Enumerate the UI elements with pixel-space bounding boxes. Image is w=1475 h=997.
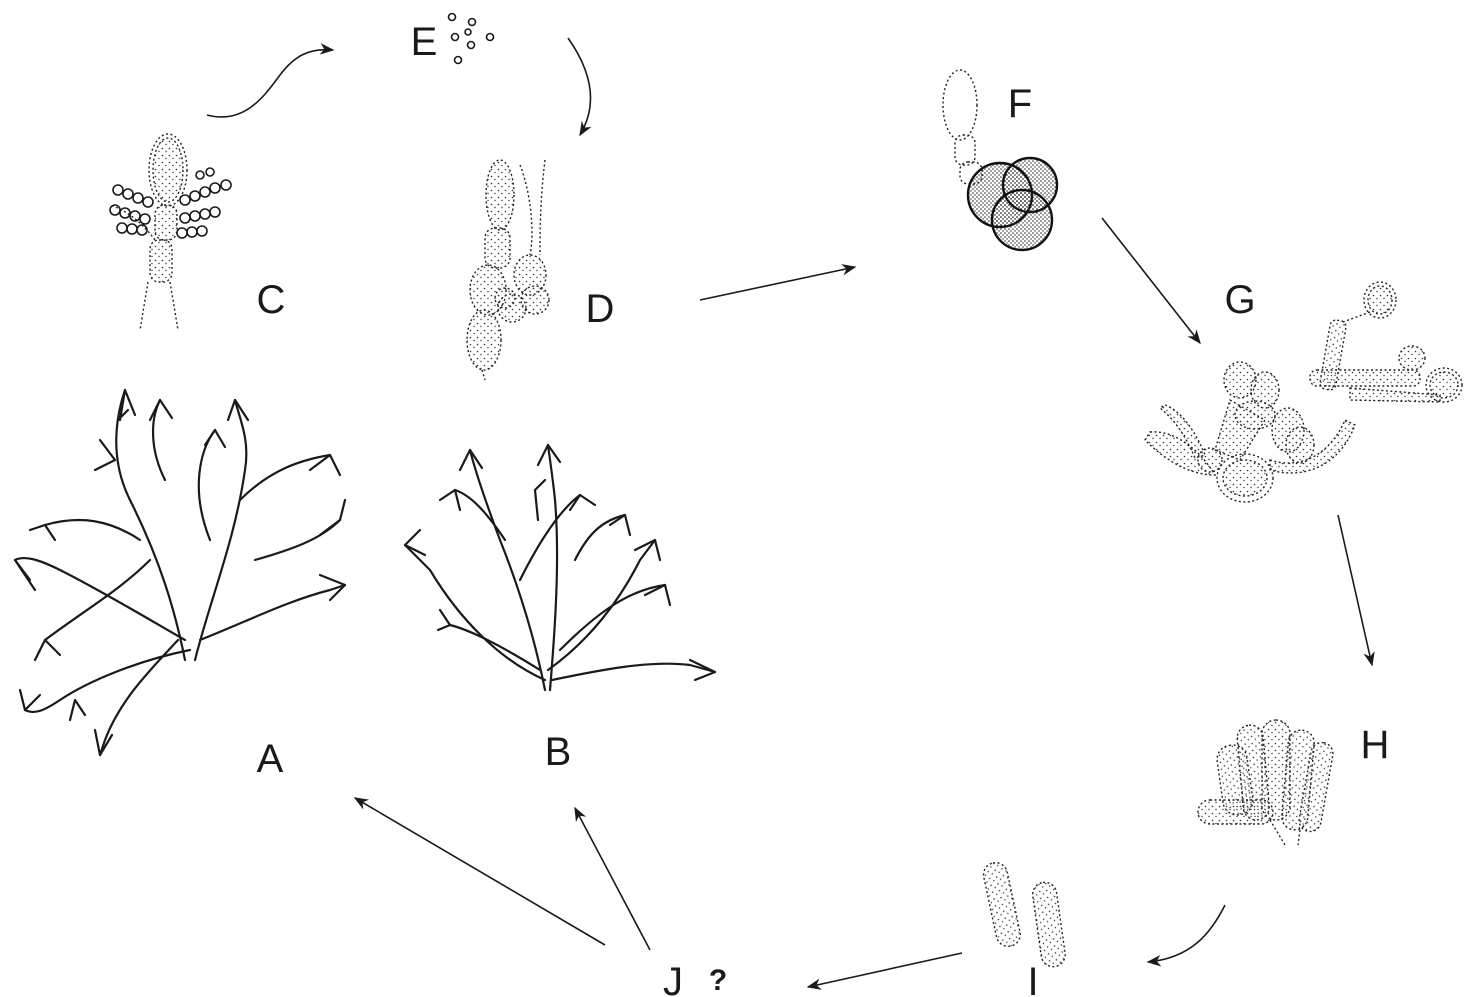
thallus-a-illustration <box>15 390 345 755</box>
arrow-c-to-e <box>207 50 333 117</box>
arrow-j-to-a <box>355 798 605 945</box>
arrow-f-to-g <box>1102 218 1200 343</box>
arrow-j-to-b <box>575 808 650 950</box>
stage-e-spores <box>449 14 494 64</box>
label-i: I <box>1027 960 1038 997</box>
question-mark: ? <box>709 964 727 997</box>
arrow-d-to-f <box>700 267 855 300</box>
label-f: F <box>1008 82 1032 126</box>
label-g: G <box>1224 278 1255 322</box>
label-h: H <box>1361 723 1390 767</box>
label-a: A <box>257 737 284 781</box>
arrow-g-to-h <box>1338 515 1372 665</box>
arrow-i-to-j <box>808 953 962 987</box>
label-d: D <box>586 287 615 331</box>
label-e: E <box>411 20 438 64</box>
stage-i-illustration <box>981 860 1066 968</box>
stage-f-illustration <box>943 70 1057 250</box>
stage-h-illustration <box>1198 720 1335 845</box>
cycle-arrows <box>207 38 1372 987</box>
stage-g-illustration <box>1145 282 1462 502</box>
stage-d-illustration <box>467 160 549 380</box>
label-c: C <box>257 278 286 322</box>
stage-c-illustration <box>110 134 231 330</box>
arrow-e-to-d <box>568 38 590 135</box>
arrow-h-to-i <box>1148 905 1225 962</box>
label-b: B <box>545 730 572 774</box>
thallus-b-illustration <box>405 445 715 690</box>
label-j: J <box>663 960 683 997</box>
